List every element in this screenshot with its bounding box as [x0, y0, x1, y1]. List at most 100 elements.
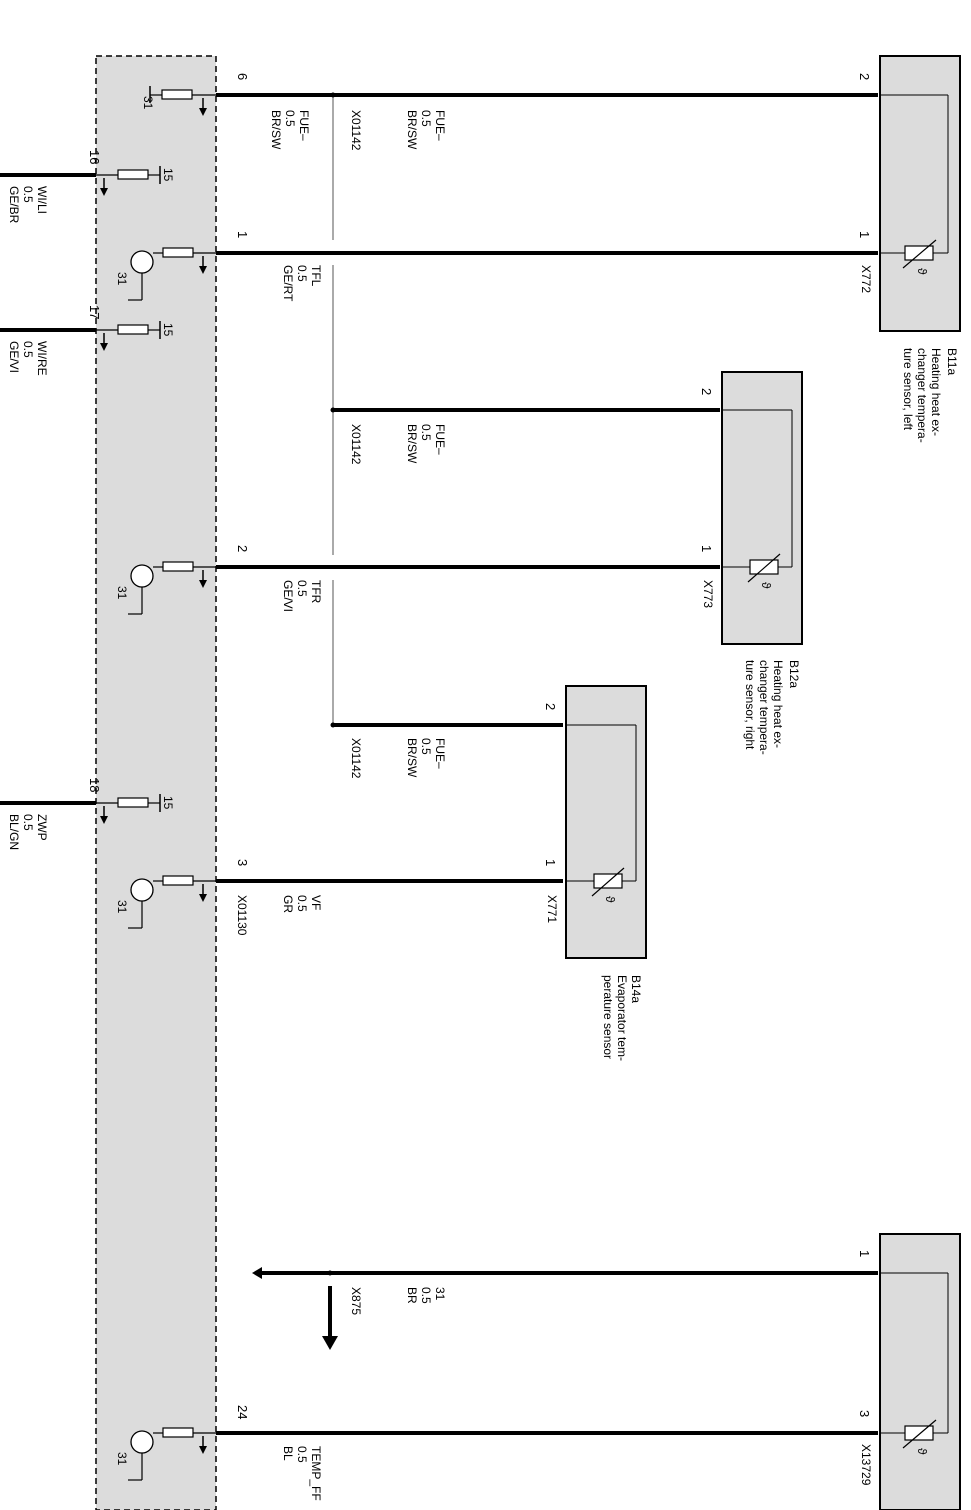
- svg-text:GE/BR: GE/BR: [7, 186, 21, 224]
- ecu-pin17-circuit: 15: [96, 321, 175, 352]
- svg-text:changer tempera-: changer tempera-: [915, 348, 929, 443]
- svg-text:6: 6: [235, 73, 250, 80]
- svg-text:X771: X771: [545, 895, 559, 923]
- svg-text:Heating heat ex-: Heating heat ex-: [929, 348, 943, 436]
- svg-text:15: 15: [161, 796, 175, 810]
- svg-text:FUE–: FUE–: [433, 738, 447, 769]
- svg-text:Heating heat ex-: Heating heat ex-: [771, 660, 785, 748]
- svg-text:X01130: X01130: [235, 895, 249, 936]
- svg-text:B14a: B14a: [629, 975, 643, 1003]
- svg-text:BR/SW: BR/SW: [269, 110, 283, 150]
- ecu-pin3-circuit: 31: [115, 875, 216, 929]
- svg-text:2: 2: [543, 703, 558, 710]
- ecu-supply-label: 15: [161, 168, 175, 182]
- svg-text:ture sensor, left: ture sensor, left: [901, 348, 915, 431]
- svg-text:FUE–: FUE–: [433, 424, 447, 455]
- wire-pin24-temp: 24 TEMP_FF 0.5 BL: [216, 1405, 878, 1501]
- svg-text:Evaporator tem-: Evaporator tem-: [615, 975, 629, 1061]
- svg-text:FUE–: FUE–: [297, 110, 311, 141]
- svg-text:1: 1: [543, 859, 558, 866]
- svg-text:0.5: 0.5: [295, 1446, 309, 1463]
- svg-text:15: 15: [161, 323, 175, 337]
- svg-text:31: 31: [115, 1452, 129, 1466]
- svg-text:GE/VI: GE/VI: [281, 580, 295, 612]
- svg-text:ϑ: ϑ: [915, 1448, 929, 1455]
- svg-text:GE/VI: GE/VI: [7, 341, 21, 373]
- left-wire-16: 16 WI/LI 0.5 GE/BR: [0, 150, 102, 224]
- svg-text:0.5: 0.5: [295, 895, 309, 912]
- ecu-ground-label: 31: [141, 96, 155, 110]
- svg-text:0.5: 0.5: [419, 110, 433, 127]
- svg-text:3: 3: [235, 859, 250, 866]
- svg-text:0.5: 0.5: [295, 580, 309, 597]
- svg-text:0.5: 0.5: [21, 814, 35, 831]
- svg-text:changer tempera-: changer tempera-: [757, 660, 771, 755]
- svg-text:TEMP_FF: TEMP_FF: [309, 1446, 323, 1501]
- svg-text:0.5: 0.5: [21, 186, 35, 203]
- svg-text:WI/RE: WI/RE: [35, 341, 49, 376]
- svg-text:X13729: X13729: [859, 1444, 873, 1486]
- svg-text:BR/SW: BR/SW: [405, 110, 419, 150]
- ecu-pin18-circuit: 15: [96, 794, 175, 825]
- svg-text:ϑ: ϑ: [603, 896, 617, 903]
- control-unit-box: [95, 55, 217, 1510]
- wire-pin2-tfr: 2 TFR 0.5 GE/VI: [216, 545, 720, 612]
- svg-text:FUE–: FUE–: [433, 110, 447, 141]
- svg-text:X01142: X01142: [349, 424, 363, 465]
- ecu-pin24-circuit: 31: [115, 1427, 216, 1481]
- svg-text:B12a: B12a: [787, 660, 801, 688]
- svg-text:X875: X875: [349, 1287, 363, 1315]
- wire-ground-31: X875 31 0.5 BR: [252, 1267, 878, 1350]
- sensor-b11a: ϑ 2 1 X772 B11a Heating heat ex- changer…: [857, 55, 961, 443]
- svg-text:31: 31: [115, 900, 129, 914]
- svg-text:0.5: 0.5: [419, 738, 433, 755]
- svg-text:18: 18: [87, 778, 102, 792]
- wire-b12a-fue: X01142 FUE– 0.5 BR/SW: [333, 408, 720, 465]
- wire-pin3-vf: 3 X01130 VF 0.5 GR: [216, 859, 563, 936]
- svg-text:TFR: TFR: [309, 580, 323, 604]
- svg-text:1: 1: [857, 231, 872, 238]
- wire-b14a-fue: X01142 FUE– 0.5 BR/SW: [333, 723, 563, 779]
- svg-text:GE/RT: GE/RT: [281, 265, 295, 302]
- svg-text:BR/SW: BR/SW: [405, 424, 419, 464]
- svg-text:2: 2: [857, 73, 872, 80]
- svg-text:ture sensor, right: ture sensor, right: [743, 660, 757, 750]
- control-unit: 31 15 31 15: [95, 55, 217, 1510]
- svg-text:VF: VF: [309, 895, 323, 910]
- svg-text:0.5: 0.5: [419, 424, 433, 441]
- svg-text:BL: BL: [281, 1446, 295, 1461]
- svg-text:24: 24: [235, 1405, 250, 1419]
- svg-text:BR: BR: [405, 1287, 419, 1304]
- svg-text:0.5: 0.5: [21, 341, 35, 358]
- svg-text:31: 31: [433, 1287, 447, 1301]
- svg-text:X773: X773: [701, 580, 715, 608]
- svg-text:WI/LI: WI/LI: [35, 186, 49, 214]
- svg-text:31: 31: [115, 272, 129, 286]
- svg-text:BL/GN: BL/GN: [7, 814, 21, 850]
- svg-text:3: 3: [857, 1410, 872, 1417]
- svg-text:0.5: 0.5: [295, 265, 309, 282]
- sensor-b12a: ϑ 2 1 X773 B12a Heating heat ex- changer…: [699, 371, 803, 755]
- left-wire-17: 17 WI/RE 0.5 GE/VI: [0, 305, 102, 376]
- svg-text:2: 2: [699, 388, 714, 395]
- wire-pin6-fue: 6 FUE– 0.5 BR/SW X01142 FUE– 0.5 BR/SW: [216, 73, 878, 151]
- svg-text:16: 16: [87, 150, 102, 164]
- ecu-pin1-circuit: 31: [115, 247, 216, 301]
- svg-text:ϑ: ϑ: [915, 268, 929, 275]
- svg-text:17: 17: [87, 305, 102, 319]
- svg-text:1: 1: [699, 545, 714, 552]
- svg-text:1: 1: [235, 231, 250, 238]
- sensor-x13729: ϑ 1 3 X13729: [857, 1233, 961, 1510]
- svg-text:BR/SW: BR/SW: [405, 738, 419, 778]
- svg-text:GR: GR: [281, 895, 295, 913]
- sensor-b14a: ϑ 2 1 X771 B14a Evaporator tem- perature…: [543, 685, 647, 1061]
- ecu-pin2-circuit: 31: [115, 561, 216, 615]
- svg-text:0.5: 0.5: [283, 110, 297, 127]
- svg-text:X772: X772: [859, 265, 873, 293]
- left-wire-18: 18 ZWP 0.5 BL/GN: [0, 778, 102, 850]
- ecu-pin6-circuit: 31: [141, 86, 216, 117]
- svg-text:2: 2: [235, 545, 250, 552]
- svg-text:0.5: 0.5: [419, 1287, 433, 1304]
- svg-text:perature sensor: perature sensor: [601, 975, 615, 1059]
